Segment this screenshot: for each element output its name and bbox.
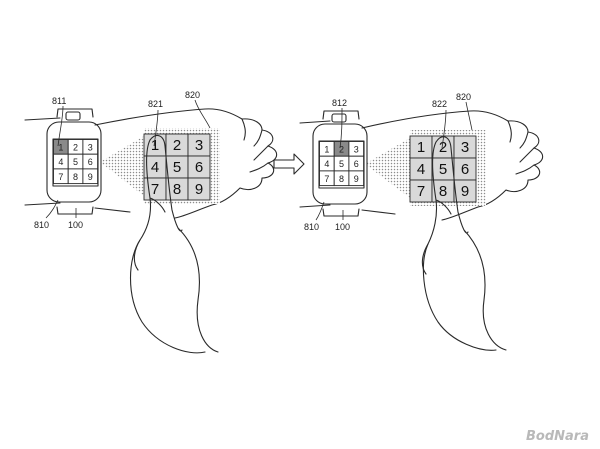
right-leader-820 [465, 101, 473, 131]
key-digit: 3 [354, 144, 359, 154]
key-cell [187, 177, 211, 201]
key-digit: 6 [354, 159, 359, 169]
key-digit: 4 [58, 157, 63, 167]
key-digit: 4 [417, 161, 425, 178]
key-digit: 5 [73, 157, 78, 167]
key-digit: 3 [461, 139, 469, 156]
key-digit: 9 [195, 181, 203, 198]
key-digit: 9 [461, 183, 469, 200]
right-arrow-icon [273, 153, 305, 175]
ref-label: 100 [335, 222, 350, 232]
key-cell [453, 179, 477, 203]
key-digit: 7 [417, 183, 425, 200]
right-leader-822 [441, 109, 447, 149]
key-digit: 8 [173, 181, 181, 198]
key-digit: 7 [58, 172, 63, 182]
left-watch-band [56, 108, 94, 215]
right-watch-case [312, 123, 368, 205]
key-digit: 2 [339, 144, 344, 154]
left-leader-810 [45, 199, 59, 219]
right-watch-crown [331, 113, 347, 123]
watermark: BodNara [526, 429, 589, 444]
ref-label: 810 [34, 220, 49, 230]
ref-label: 820 [456, 92, 471, 102]
left-thumb [133, 239, 141, 271]
key-digit: 8 [339, 174, 344, 184]
left-leader-820 [194, 99, 211, 129]
ref-label: 811 [52, 96, 66, 106]
right-projection-cone [365, 138, 410, 198]
key-digit: 1 [417, 139, 425, 156]
left-leader-811 [57, 105, 64, 147]
key-digit: 8 [439, 183, 447, 200]
right-knuckles [507, 120, 535, 175]
ref-label: 810 [304, 222, 319, 232]
key-digit: 6 [88, 157, 93, 167]
key-digit: 2 [439, 139, 447, 156]
key-digit: 7 [151, 181, 159, 198]
ref-label: 820 [185, 90, 200, 100]
key-digit: 5 [439, 161, 447, 178]
key-digit: 7 [324, 174, 329, 184]
ref-label: 100 [68, 220, 83, 230]
left-watch-case [46, 121, 102, 203]
key-digit: 3 [195, 137, 203, 154]
right-arm-outline [299, 110, 544, 221]
key-cell [348, 170, 365, 187]
key-digit: 4 [151, 159, 159, 176]
key-digit: 9 [354, 174, 359, 184]
key-cell [82, 168, 99, 185]
ref-label: 821 [148, 99, 163, 109]
key-digit: 1 [151, 137, 159, 154]
left-arm-outline [24, 108, 278, 219]
right-leader-810 [315, 201, 325, 221]
left-projection-cone [100, 136, 144, 196]
key-digit: 5 [339, 159, 344, 169]
key-digit: 2 [173, 137, 181, 154]
left-knuckles [241, 118, 269, 173]
key-digit: 8 [73, 172, 78, 182]
key-digit: 9 [88, 172, 93, 182]
key-digit: 3 [88, 142, 93, 152]
left-leader-821 [153, 109, 159, 147]
key-digit: 6 [195, 159, 203, 176]
key-digit: 4 [324, 159, 329, 169]
key-digit: 6 [461, 161, 469, 178]
key-digit: 2 [73, 142, 78, 152]
right-watch-band [322, 110, 360, 217]
key-digit: 1 [324, 144, 329, 154]
key-digit: 1 [58, 142, 63, 152]
key-digit: 5 [173, 159, 181, 176]
ref-label: 822 [432, 99, 447, 109]
right-leader-812 [339, 107, 343, 149]
left-watch-crown [65, 111, 81, 121]
right-thumb [421, 243, 429, 275]
ref-label: 812 [332, 98, 347, 108]
